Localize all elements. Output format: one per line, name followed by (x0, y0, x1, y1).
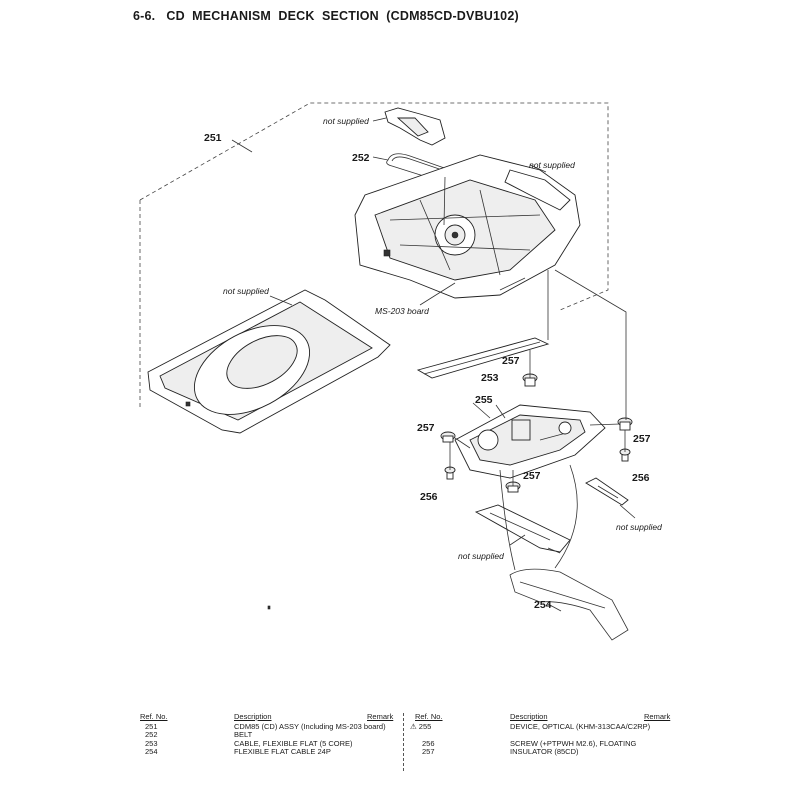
table-divider (403, 713, 404, 771)
header-ref-no: Ref. No. (140, 712, 168, 721)
header-description: Description (234, 712, 272, 721)
callout-257-right: 257 (633, 433, 651, 445)
row-description: DEVICE, OPTICAL (KHM-313CAA/C2RP) (510, 722, 651, 731)
table-row: 253 CABLE, FLEXIBLE FLAT (5 CORE) (140, 738, 400, 748)
row-description: BELT (234, 730, 253, 740)
header-description: Description (510, 712, 548, 721)
label-not-supplied-top: not supplied (323, 116, 369, 126)
callout-257-left: 257 (417, 422, 435, 434)
callout-251: 251 (204, 132, 222, 144)
table-row: 252 BELT (140, 730, 400, 740)
clip-part (585, 477, 636, 519)
leader-251 (231, 139, 253, 153)
disc-tray-part (147, 289, 391, 434)
row-description: CDM85 (CD) ASSY (Including MS-203 board) (234, 722, 386, 731)
table-header: Ref. No. Description Remark (410, 712, 671, 723)
label-not-supplied-sheet: not supplied (458, 551, 504, 561)
parts-table-left: Ref. No. Description Remark 251 CDM85 (C… (140, 712, 400, 756)
header-remark: Remark (644, 712, 671, 721)
leader-ms203 (419, 282, 456, 306)
table-header: Ref. No. Description Remark (140, 712, 400, 723)
label-ms203-board: MS-203 board (375, 306, 429, 316)
row-ref: 251 (145, 722, 158, 731)
label-not-supplied-tray: not supplied (223, 286, 269, 296)
connection-lines (449, 269, 627, 486)
optical-device-part (454, 404, 606, 479)
row-ref: ⚠ 255 (410, 722, 432, 731)
row-ref: 254 (145, 746, 158, 756)
assembly-boundary (139, 102, 609, 311)
callout-252: 252 (352, 152, 370, 164)
row-ref: 257 (422, 746, 435, 756)
stray-mark (267, 605, 271, 610)
table-row: 257 INSULATOR (85CD) (410, 746, 670, 756)
row-description: INSULATOR (85CD) (510, 746, 579, 756)
cd-mechanism-chassis (354, 154, 581, 299)
row-description: FLEXIBLE FLAT CABLE 24P (234, 746, 331, 756)
callout-254: 254 (534, 599, 552, 611)
table-row: 251 CDM85 (CD) ASSY (Including MS-203 bo… (140, 722, 400, 731)
insulator-sheet-part (474, 504, 571, 554)
flexible-flat-cable-24p (499, 464, 629, 641)
row-ref: 252 (145, 730, 158, 740)
row-description: SCREW (+PTPWH M2.6), FLOATING (510, 738, 637, 748)
callout-253: 253 (481, 372, 499, 384)
top-lever-part (372, 107, 446, 146)
callout-255: 255 (475, 394, 493, 406)
callout-256-right: 256 (632, 472, 650, 484)
callout-256-left: 256 (420, 491, 438, 503)
flat-cable-5core (416, 337, 550, 379)
table-row: 254 FLEXIBLE FLAT CABLE 24P (140, 746, 400, 756)
label-not-supplied-right: not supplied (529, 160, 575, 170)
row-description: CABLE, FLEXIBLE FLAT (5 CORE) (234, 738, 353, 748)
table-row: 256 SCREW (+PTPWH M2.6), FLOATING (410, 738, 670, 748)
row-ref: 256 (422, 738, 435, 748)
table-row: ⚠ 255 DEVICE, OPTICAL (KHM-313CAA/C2RP) (410, 722, 670, 731)
header-ref-no: Ref. No. (415, 712, 443, 721)
header-remark: Remark (367, 712, 394, 721)
parts-table-right: Ref. No. Description Remark ⚠ 255 DEVICE… (410, 712, 671, 756)
callout-257-bottom: 257 (523, 470, 541, 482)
label-not-supplied-clip: not supplied (616, 522, 662, 532)
page-title: 6-6. CD MECHANISM DECK SECTION (CDM85CD-… (133, 9, 519, 23)
row-ref: 253 (145, 738, 158, 748)
callout-257-top: 257 (502, 355, 520, 367)
